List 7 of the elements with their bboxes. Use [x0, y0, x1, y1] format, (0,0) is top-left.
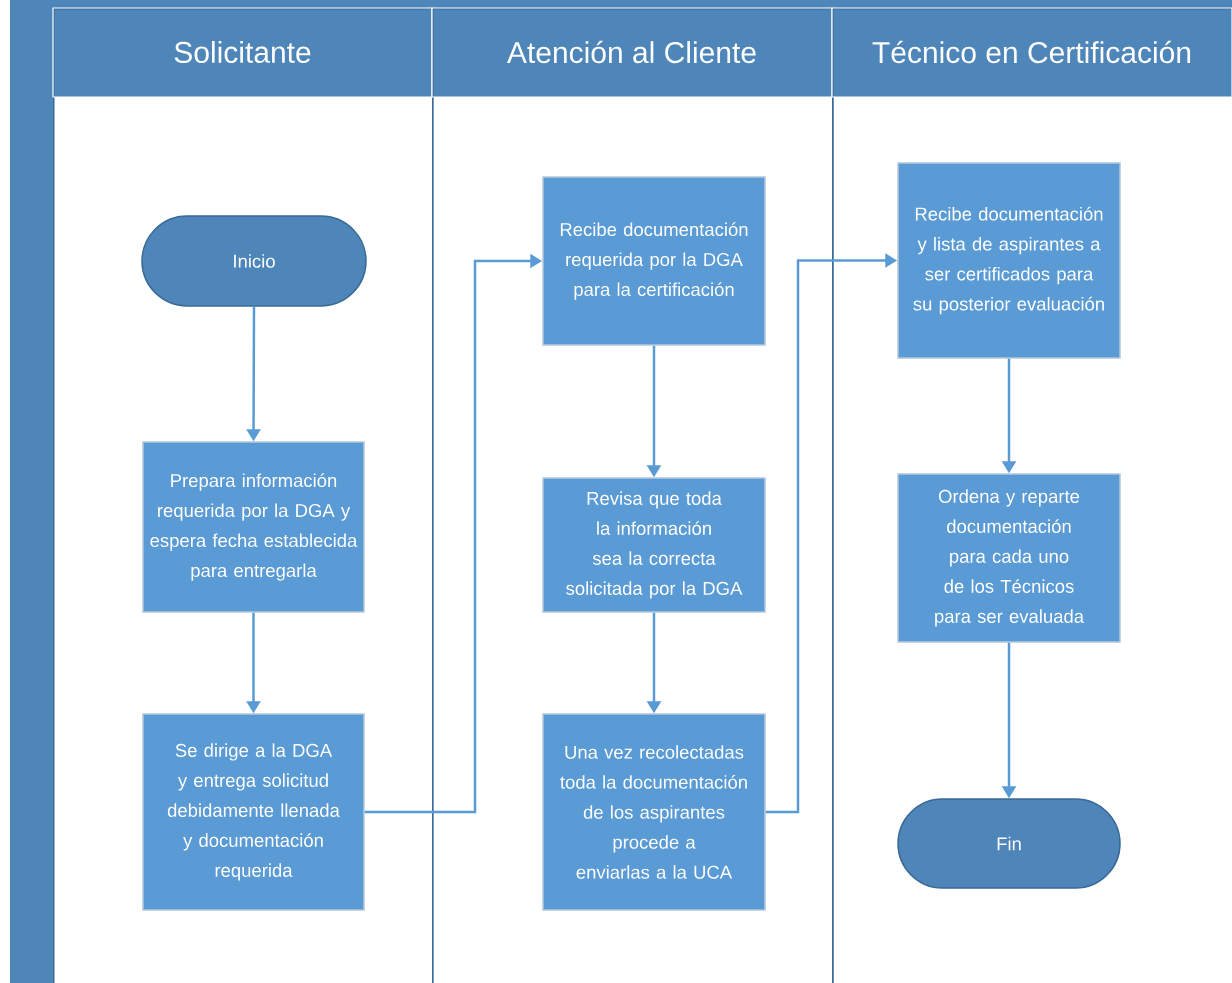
process-box: Ordena y reparte documentación para cada uno de los Técnicos para ser evaluada: [897, 473, 1121, 643]
process-box: Se dirige a la DGA y entrega solicitud debidamente llenada y documentación requerida: [142, 713, 365, 911]
process-box: Revisa que toda la información sea la correcta solicitada por la DGA: [542, 477, 766, 613]
process-box: Una vez recolectadas toda la documentación de los aspirantes procede a enviarlas a la UCA: [542, 713, 766, 911]
process-box: Recibe documentación y lista de aspirantes a ser certificados para su posterior evaluación: [897, 162, 1121, 359]
process-box: Recibe documentación requerida por la DGA para la certificación: [542, 176, 766, 346]
process-box: Prepara información requerida por la DGA y espera fecha establecida para entregarla: [142, 441, 365, 613]
